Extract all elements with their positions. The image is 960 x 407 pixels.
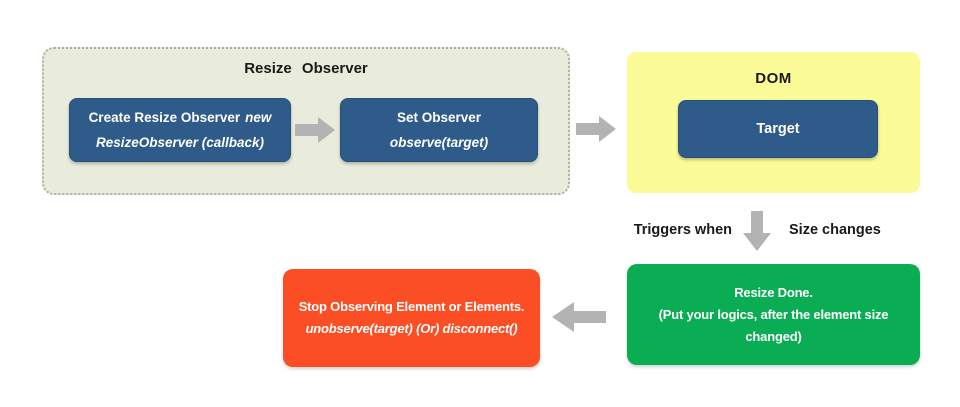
create-resize-observer-box: Create Resize Observer new ResizeObserver…: [69, 98, 291, 162]
arrow-left-icon: [552, 302, 606, 332]
set-observer-box: Set Observer observe(target): [340, 98, 538, 162]
create-box-line1-italic: new: [245, 110, 272, 125]
triggers-when-label: Triggers when: [633, 222, 732, 238]
size-changes-label: Size changes: [789, 222, 881, 238]
arrow-right-icon: [576, 116, 616, 142]
resize-done-box: Resize Done. (Put your logics, after the…: [627, 264, 920, 365]
stop-observing-line1: Stop Observing Element or Elements.: [298, 299, 525, 314]
target-box-label: Target: [756, 120, 800, 137]
resize-done-line2: (Put your logics, after the element size…: [658, 306, 889, 344]
create-box-line1-text: Create Resize Observer: [88, 110, 241, 125]
set-box-line2: observe(target): [389, 135, 489, 150]
stop-observing-line2: unobserve(target) (Or) disconnect(): [305, 321, 518, 336]
resize-observer-group: Resize Observer Create Resize Observer ne…: [42, 47, 570, 195]
target-box: Target: [678, 100, 878, 158]
arrow-right-icon: [295, 117, 335, 143]
resize-observer-group-title: Resize Observer: [244, 60, 368, 77]
arrow-down-icon: [743, 211, 771, 251]
resize-done-line1: Resize Done.: [734, 284, 813, 300]
create-box-line2: ResizeObserver (callback): [95, 135, 265, 150]
dom-group: DOM Target: [627, 52, 920, 193]
set-box-line1: Set Observer: [396, 110, 482, 125]
stop-observing-box: Stop Observing Element or Elements. unob…: [283, 269, 540, 367]
create-box-line1: Create Resize Observer new: [89, 105, 272, 130]
dom-group-title: DOM: [755, 70, 792, 87]
